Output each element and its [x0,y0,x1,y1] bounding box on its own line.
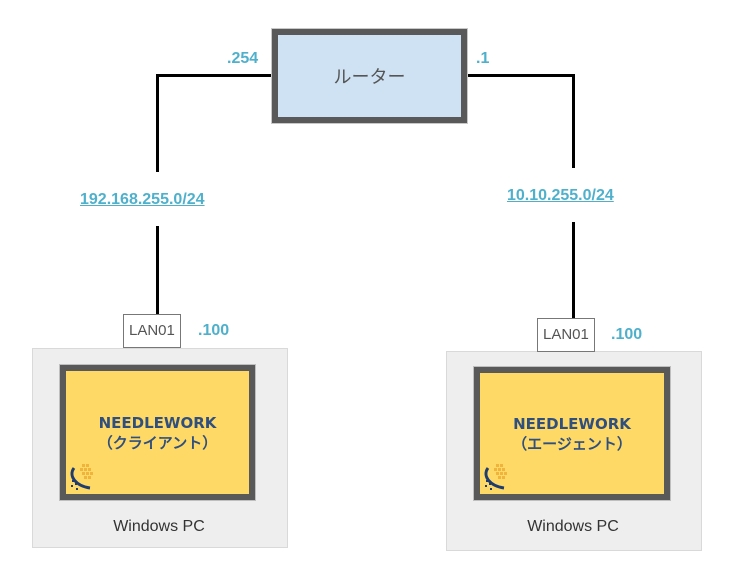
app-right-needlework-agent[interactable]: NEEDLEWORK （エージェント） [474,367,670,500]
host-right-label: Windows PC [527,518,619,535]
interface-left-lan01[interactable]: LAN01 [123,314,181,348]
app-left-needlework-client[interactable]: NEEDLEWORK （クライアント） [60,365,255,500]
needlework-logo-icon [484,464,507,490]
app-right-role: （エージェント） [512,434,632,453]
link-right-lower-vertical [572,222,575,319]
router-right-ip: .1 [476,50,490,67]
app-left-role: （クライアント） [97,433,218,452]
interface-left-ip: .100 [198,322,230,339]
router-left-ip: .254 [227,50,259,67]
link-router-right-horizontal [466,74,575,77]
needlework-logo-icon [70,464,93,490]
interface-right-ip: .100 [611,326,643,343]
subnet-right-link[interactable]: 10.10.255.0/24 [507,187,614,204]
subnet-left-link[interactable]: 192.168.255.0/24 [80,191,205,208]
host-left-label: Windows PC [113,518,205,535]
link-left-lower-vertical [156,226,159,315]
router-label: ルーター [333,67,406,88]
router-node[interactable]: ルーター [272,29,467,123]
interface-right-lan01[interactable]: LAN01 [537,318,595,352]
link-router-left-horizontal [156,74,273,77]
link-right-upper-vertical [572,74,575,168]
app-right-title: NEEDLEWORK [513,414,631,433]
link-left-upper-vertical [156,74,159,172]
app-left-title: NEEDLEWORK [98,413,217,432]
